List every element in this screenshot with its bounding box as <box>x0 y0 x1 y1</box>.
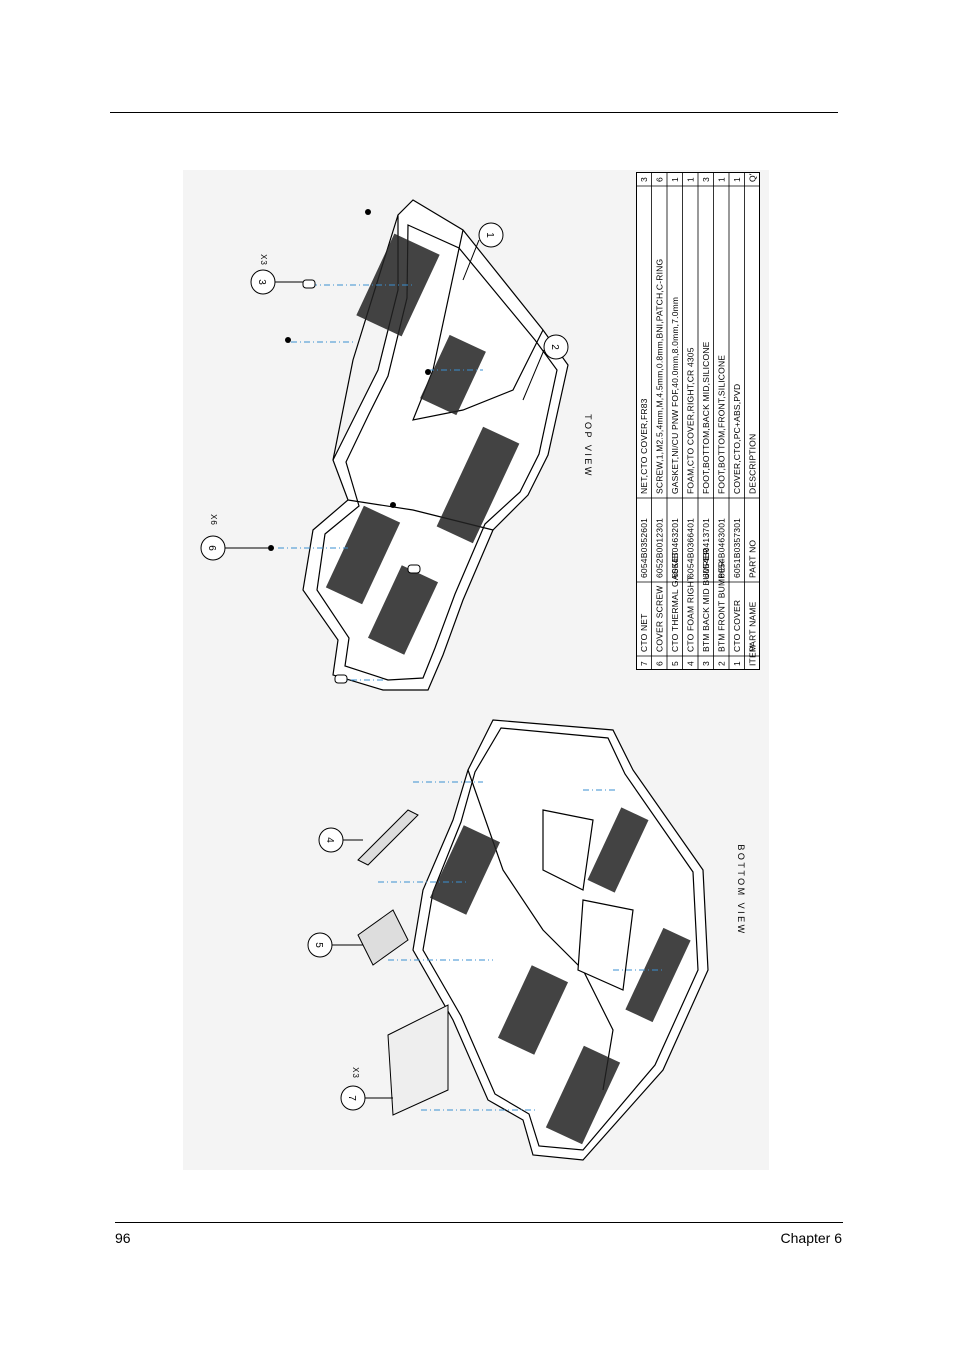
header-rule <box>110 112 838 113</box>
bom-part-no: 6052B0012301 <box>654 518 664 578</box>
bom-item: 5 <box>670 661 680 666</box>
bom-description: FOOT,BOTTOM,FRONT,SILICONE <box>716 355 726 494</box>
footer-rule <box>115 1222 843 1223</box>
callout-7: 7 X3 <box>340 1067 393 1111</box>
callout-6: 6 X6 <box>200 514 268 561</box>
bom-description: COVER,CTO,PC+ABS,PVD <box>732 384 742 494</box>
bom-description: SCREW,1,M2.5,4mm,M,4.5mm,0.8mm,BNI,PATCH… <box>654 259 664 494</box>
bottom-view-explode-lines <box>378 781 663 1111</box>
callout-1: 1 <box>462 222 504 281</box>
bom-description: FOAM,CTO COVER,RIGHT,CR 4305 <box>685 347 695 494</box>
bom-part-name: BTM BACK MID BUMPER <box>701 548 711 652</box>
assembly-svg: 1 2 3 X3 6 X6 TOP VIEW <box>200 199 746 1161</box>
bottom-view-vents <box>429 807 691 1145</box>
svg-text:X3: X3 <box>259 254 268 266</box>
bom-header-part-name: PART NAME <box>747 601 757 652</box>
callout-3: 3 X3 <box>250 254 303 295</box>
bom-item: 1 <box>732 661 742 666</box>
bom-qty: 1 <box>670 177 680 182</box>
bom-qty: 1 <box>685 177 695 182</box>
bom-part-no: 6054B0413701 <box>701 518 711 578</box>
bom-item: 6 <box>654 661 664 666</box>
callout-2: 2 <box>522 334 569 401</box>
bom-item: 2 <box>716 661 726 666</box>
top-view-vents <box>325 233 520 655</box>
bottom-view-label: BOTTOM VIEW <box>736 844 746 935</box>
bom-item: 3 <box>701 661 711 666</box>
bom-qty: 3 <box>701 177 711 182</box>
bom-header-item: ITEM <box>747 645 757 666</box>
bom-part-no: 6054B0352601 <box>639 518 649 578</box>
svg-text:3: 3 <box>256 279 267 285</box>
bom-part-name: CTO NET <box>639 613 649 652</box>
bom-header-qty: Q'TY <box>747 172 757 182</box>
bom-item: 4 <box>685 661 695 666</box>
svg-text:7: 7 <box>346 1095 357 1101</box>
bom-part-name: BTM FRONT BUMPER <box>716 561 726 652</box>
bom-description: GASKET,NI/CU PNW FOF,40.0mm,8.0mm,7.0mm <box>670 297 680 494</box>
bom-part-name: COVER SCREW <box>654 586 664 652</box>
bom-qty: 6 <box>654 177 664 182</box>
svg-text:5: 5 <box>313 942 324 948</box>
bom-qty: 1 <box>716 177 726 182</box>
bom-item: 7 <box>639 661 649 666</box>
bom-part-name: CTO THERMAL GASKET <box>670 551 680 652</box>
bom-part-no: 6054B0463201 <box>670 518 680 578</box>
bottom-view-parts <box>357 809 449 1116</box>
top-view-explode-lines <box>278 284 483 681</box>
chapter-label: Chapter 6 <box>780 1230 842 1246</box>
bom-description: FOOT,BOTTOM,BACK MID,SILICONE <box>701 341 711 494</box>
top-view-bumpers <box>302 279 421 684</box>
svg-text:4: 4 <box>324 837 335 843</box>
svg-text:1: 1 <box>484 232 495 238</box>
bom-qty: 1 <box>732 177 742 182</box>
bom-header-part-no: PART NO <box>747 540 757 578</box>
bom-header-description: DESCRIPTION <box>747 434 757 494</box>
callout-4: 4 <box>318 827 363 853</box>
top-view-chassis <box>302 199 569 691</box>
bom-part-no: 6054B0463001 <box>716 518 726 578</box>
bom-qty: 3 <box>639 177 649 182</box>
bom-part-name: CTO COVER <box>732 600 742 652</box>
bom-part-no: 6051B0357301 <box>732 518 742 578</box>
svg-text:X3: X3 <box>351 1067 360 1079</box>
svg-text:2: 2 <box>549 344 560 350</box>
page-number: 96 <box>115 1230 131 1246</box>
top-view-label: TOP VIEW <box>583 414 593 478</box>
svg-text:X6: X6 <box>209 514 218 526</box>
bom-part-no: 6054B0366401 <box>685 518 695 578</box>
callout-5: 5 <box>307 932 363 958</box>
bom-description: NET,CTO COVER,FR83 <box>639 398 649 494</box>
svg-text:6: 6 <box>206 545 217 551</box>
bom-part-name: CTO FOAM RIGHT <box>685 576 695 652</box>
